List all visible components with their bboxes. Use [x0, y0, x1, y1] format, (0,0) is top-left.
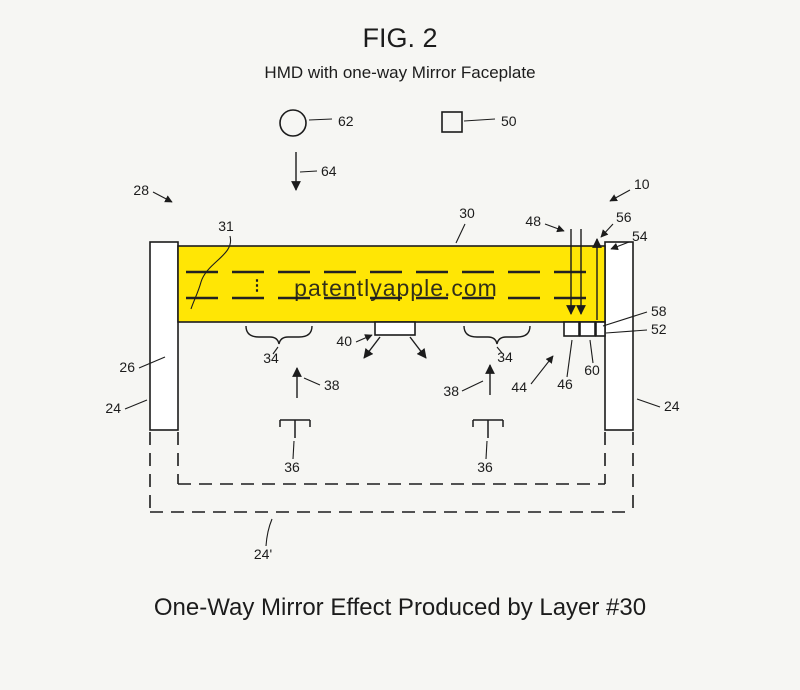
ref-38-left-label: 38 [324, 377, 340, 393]
leader-line-36-right [485, 440, 488, 460]
ref-56-label: 56 [616, 209, 632, 225]
sensor-callout: 50 [441, 111, 517, 133]
ref-34-right-label: 34 [497, 349, 513, 365]
ref-26-label: 26 [119, 359, 135, 375]
left-side-wall [149, 241, 179, 431]
ref-40-label: 40 [336, 333, 352, 349]
side-left-callout: 24 [105, 399, 148, 416]
detector-52-callout: 52 [605, 321, 667, 337]
emitter-arrow-left [363, 336, 381, 359]
ref-38-right-label: 38 [443, 383, 459, 399]
leader-line-30 [455, 223, 466, 244]
detector-58-callout: 58 [602, 303, 667, 327]
leader-line-34-right [496, 346, 503, 354]
leader-arrow-28 [152, 191, 173, 203]
emitter-module: 40 [336, 321, 427, 359]
detector-box-46 [563, 321, 580, 337]
figure-subtitle: HMD with one-way Mirror Faceplate [264, 63, 535, 82]
ref-62-label: 62 [338, 113, 354, 129]
ray-56-callout: 56 [600, 209, 632, 238]
ref-52-label: 52 [651, 321, 667, 337]
device-callout: 10 [609, 176, 650, 202]
detector-box-edge [595, 321, 606, 337]
underbrace-right [463, 325, 531, 345]
leader-line-50 [463, 118, 496, 122]
underbrace-left [245, 325, 313, 345]
leader-line-36-left [292, 440, 295, 460]
ref-30-label: 30 [459, 205, 475, 221]
emitter-arrow-right [409, 336, 427, 359]
ref-60-label: 60 [584, 362, 600, 378]
comp-60-callout: 60 [584, 339, 600, 378]
ellipsis-mark: ⋮ [250, 277, 265, 294]
light-source-circle [279, 109, 307, 137]
leader-line-64 [299, 170, 318, 173]
figure-title: FIG. 2 [362, 23, 437, 53]
leader-line-24-right [636, 398, 661, 408]
leader-line-26 [138, 356, 166, 369]
mirror-layer-callout: 30 [455, 205, 475, 244]
leader-line-62 [308, 118, 333, 121]
ref-54-label: 54 [632, 228, 648, 244]
underbrace-left-callout: 34 [245, 325, 313, 366]
underbrace-right-callout: 34 [463, 325, 531, 365]
leader-arrow-10 [609, 189, 631, 202]
leader-line-60 [589, 339, 594, 364]
ref-64-label: 64 [321, 163, 337, 179]
leader-arrow-48 [544, 223, 565, 233]
detector-boxes [563, 321, 606, 337]
leader-line-52 [605, 329, 648, 334]
light-rays [566, 229, 602, 320]
ref-46-label: 46 [557, 376, 573, 392]
ref-44-label: 44 [511, 379, 527, 395]
ref-36-right-label: 36 [477, 459, 493, 475]
ref-24prime-label: 24' [254, 546, 272, 562]
leader-arrow-54 [610, 241, 630, 251]
leader-line-24-left [124, 399, 148, 410]
ref-28-label: 28 [133, 182, 149, 198]
leader-line-34-left [272, 346, 279, 355]
ref-58-label: 58 [651, 303, 667, 319]
sensor-square [441, 111, 463, 133]
ref-48-label: 48 [525, 213, 541, 229]
light-source-callout: 62 [279, 109, 354, 137]
emission-left-callout: 38 [292, 367, 340, 398]
support-right-callout: 36 [472, 419, 504, 475]
ref-36-left-label: 36 [284, 459, 300, 475]
ray-54-callout: 54 [610, 228, 648, 251]
frame-side-callout: 26 [119, 356, 166, 375]
detector-box-60 [579, 321, 596, 337]
ray-48-callout: 48 [525, 213, 565, 233]
leader-arrow-44 [530, 355, 554, 385]
gap-44-callout: 44 [511, 355, 554, 395]
ref-10-label: 10 [634, 176, 650, 192]
emission-right-callout: 38 [443, 364, 495, 399]
comp-46-callout: 46 [557, 339, 573, 392]
leader-curve-31 [190, 235, 232, 310]
leader-curve-24prime [265, 518, 273, 547]
ref-50-label: 50 [501, 113, 517, 129]
ref-31-label: 31 [218, 218, 234, 234]
extension-dashed-outline [149, 432, 634, 513]
emitter-box-40 [374, 321, 416, 336]
leader-line-58 [602, 311, 648, 327]
side-right-callout: 24 [636, 398, 680, 414]
frame-top-callout: 28 [133, 182, 173, 203]
right-side-wall [604, 241, 634, 431]
support-left-callout: 36 [279, 419, 311, 475]
watermark-text: patentlyapple.com [294, 275, 498, 301]
figure-caption: One-Way Mirror Effect Produced by Layer … [154, 594, 646, 621]
leader-line-46 [566, 339, 573, 378]
ref-24-left-label: 24 [105, 400, 121, 416]
ref-24-right-label: 24 [664, 398, 680, 414]
leader-line-38-left [303, 377, 321, 386]
extension-callout: 24' [254, 518, 273, 562]
incident-light-callout: 64 [291, 152, 337, 191]
leader-line-38-right [461, 380, 484, 392]
leader-arrow-56 [600, 223, 614, 238]
ref-34-left-label: 34 [263, 350, 279, 366]
faceplate-callout: 31 [190, 218, 234, 310]
leader-arrow-40 [355, 334, 373, 343]
